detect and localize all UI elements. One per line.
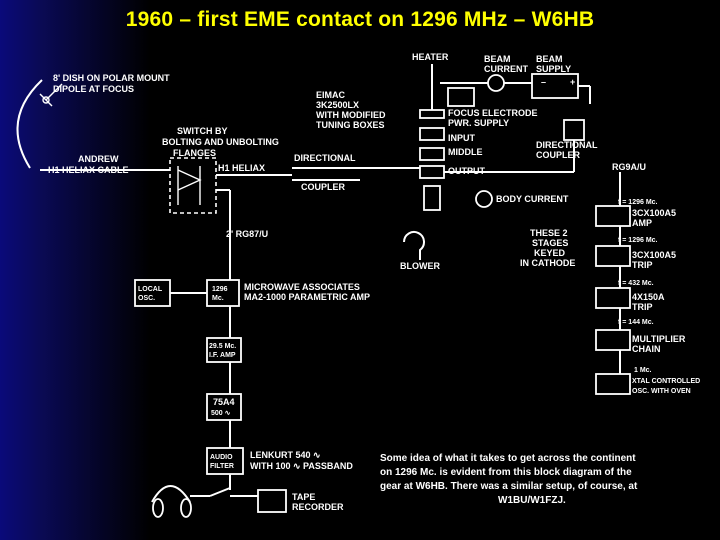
directional-label: DIRECTIONAL (294, 153, 356, 163)
receiver-75a4-box (206, 393, 242, 421)
tx-stage-4-box (595, 329, 631, 351)
tx-5-freq: 1 Mc. (634, 367, 652, 374)
if-amp-box (206, 337, 242, 363)
eimac-label-4: TUNING BOXES (316, 120, 385, 130)
body-current-label: BODY CURRENT (496, 194, 569, 204)
beam-supply-box (531, 73, 579, 99)
rg9au-label: RG9A/U (612, 162, 646, 172)
switch-label-1: SWITCH BY (177, 126, 228, 136)
switch-label-3: FLANGES (173, 148, 216, 158)
caption-line-3: gear at W6HB. There was a similar setup,… (380, 481, 638, 492)
lenkurt-label-2: WITH 100 ∿ PASSBAND (250, 461, 353, 471)
tx-stage-2-box (595, 245, 631, 267)
dish-antenna-icon (16, 79, 63, 169)
local-osc-box (134, 279, 171, 307)
caption-line-1: Some idea of what it takes to get across… (380, 453, 636, 464)
eimac-label-2: 3K2500LX (316, 100, 359, 110)
microwave-label-1: MICROWAVE ASSOCIATES (244, 282, 360, 292)
local-osc-label-1: LOCAL (138, 286, 163, 293)
body-current-meter-icon (475, 190, 493, 208)
tx-2-freq: f = 1296 Mc. (618, 237, 658, 244)
tape-recorder-box (257, 489, 287, 513)
coupler-label: COUPLER (301, 182, 346, 192)
middle-label: MIDDLE (448, 147, 483, 157)
tx-1-label-1: 3CX100A5 (632, 208, 676, 218)
audio-filter-box (206, 447, 244, 475)
headphones-icon (151, 485, 192, 518)
eimac-label-3: WITH MODIFIED (316, 110, 386, 120)
tx-2-label-2: TRIP (632, 260, 653, 270)
dipole-label: DIPOLE AT FOCUS (53, 84, 134, 94)
tx-stage-3-box (595, 287, 631, 309)
right-coupler-label-2: COUPLER (536, 150, 581, 160)
caption-line-4: W1BU/W1FZJ. (498, 495, 566, 506)
audio-filter-label-2: FILTER (210, 463, 234, 470)
tx-3-label-2: TRIP (632, 302, 653, 312)
switch-label-2: BOLTING AND UNBOLTING (162, 137, 279, 147)
lenkurt-label-1: LENKURT 540 ∿ (250, 450, 321, 460)
focus-label-1: FOCUS ELECTRODE (448, 108, 538, 118)
beam-supply-label-1: BEAM (536, 54, 563, 64)
beam-current-label-2: CURRENT (484, 64, 529, 74)
tx-5-label-1: XTAL CONTROLLED (632, 378, 700, 385)
klystron-tube-icon (419, 109, 445, 211)
beam-supply-minus: – (541, 77, 546, 87)
input-label: INPUT (448, 133, 476, 143)
focus-supply-box (447, 87, 475, 107)
param-amp-unit: Mc. (212, 295, 224, 302)
these2-label-2: STAGES (532, 238, 568, 248)
focus-label-2: PWR. SUPPLY (448, 118, 509, 128)
these2-label-1: THESE 2 (530, 228, 568, 238)
these2-label-4: IN CATHODE (520, 258, 575, 268)
tape-label-2: RECORDER (292, 502, 344, 512)
h1-heliax-label: H1 HELIAX (218, 163, 265, 173)
beam-supply-plus: + (570, 77, 575, 87)
rg87u-label: 2' RG87/U (226, 229, 268, 239)
tx-1-freq: f = 1296 Mc. (618, 199, 658, 206)
if-amp-label-2: I.F. AMP (209, 352, 236, 359)
switch-flange-icon (177, 166, 202, 205)
dish-label: 8' DISH ON POLAR MOUNT (53, 73, 170, 83)
right-coupler-box (563, 119, 585, 141)
blower-icon (403, 231, 425, 260)
tx-stage-5-box (595, 373, 631, 395)
receiver-75a4-label: 75A4 (213, 397, 235, 407)
microwave-label-2: MA2-1000 PARAMETRIC AMP (244, 292, 370, 302)
beam-current-meter-icon (487, 74, 505, 92)
caption-line-2: on 1296 Mc. is evident from this block d… (380, 467, 632, 478)
blower-label: BLOWER (400, 261, 440, 271)
tx-4-label-2: CHAIN (632, 344, 661, 354)
tx-4-freq: f = 144 Mc. (618, 319, 654, 326)
param-amp-box (206, 279, 240, 307)
eimac-label-1: EIMAC (316, 90, 346, 100)
local-osc-label-2: OSC. (138, 295, 155, 302)
tx-3-label-1: 4X150A (632, 292, 665, 302)
tx-stage-1-box (595, 205, 631, 227)
these2-label-3: KEYED (534, 248, 566, 258)
audio-filter-label-1: AUDIO (210, 454, 233, 461)
if-amp-label-1: 29.5 Mc. (209, 343, 236, 350)
tx-2-label-1: 3CX100A5 (632, 250, 676, 260)
tx-4-label-1: MULTIPLIER (632, 334, 686, 344)
beam-current-label-1: BEAM (484, 54, 511, 64)
switch-box (169, 157, 217, 214)
param-amp-freq: 1296 (212, 286, 228, 293)
tx-5-label-2: OSC. WITH OVEN (632, 388, 691, 395)
right-coupler-label-1: DIRECTIONAL (536, 140, 598, 150)
tape-label-1: TAPE (292, 492, 315, 502)
tx-1-label-2: AMP (632, 218, 652, 228)
receiver-75a4-bw: 500 ∿ (211, 410, 231, 417)
beam-supply-label-2: SUPPLY (536, 64, 571, 74)
tx-3-freq: f = 432 Mc. (618, 280, 654, 287)
heater-label: HEATER (412, 52, 449, 62)
slide-title: 1960 – first EME contact on 1296 MHz – W… (125, 8, 595, 31)
andrew-label: ANDREW (78, 154, 119, 164)
